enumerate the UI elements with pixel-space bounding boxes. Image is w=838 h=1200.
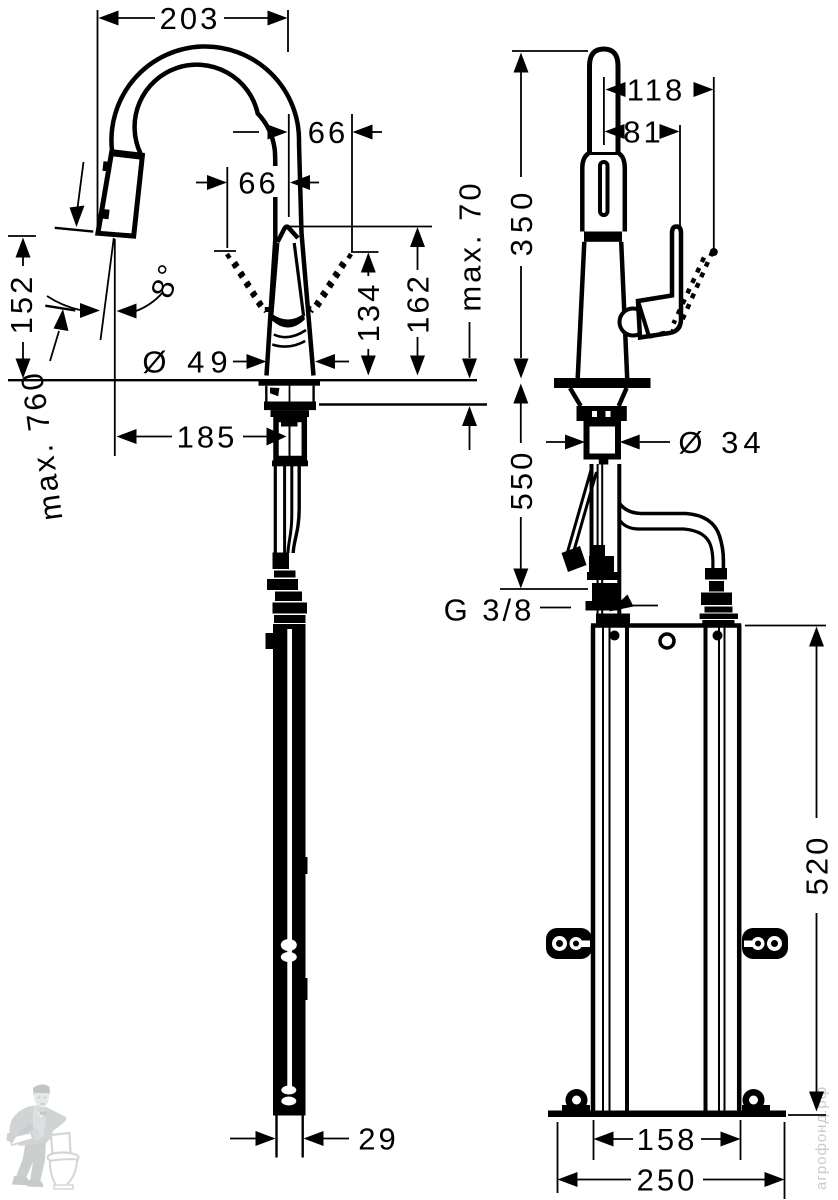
svg-text:29: 29 [358,1122,398,1157]
svg-text:Ø 49: Ø 49 [142,345,233,380]
svg-text:66: 66 [308,115,348,150]
svg-text:158: 158 [637,1122,698,1157]
svg-text:Ø 34: Ø 34 [678,425,765,460]
svg-text:134: 134 [351,282,386,343]
svg-text:203: 203 [160,1,221,36]
svg-text:550: 550 [504,450,539,511]
svg-text:250: 250 [637,1163,698,1198]
svg-text:185: 185 [177,420,238,455]
svg-text:66: 66 [238,166,278,201]
svg-text:81: 81 [623,115,663,150]
svg-text:162: 162 [401,273,436,334]
svg-text:G 3/8: G 3/8 [444,593,535,628]
svg-text:агрофонд.рф: агрофонд.рф [813,1086,830,1190]
svg-text:152: 152 [4,274,39,335]
svg-text:118: 118 [627,73,685,108]
svg-text:350: 350 [504,187,539,257]
svg-text:max. 70: max. 70 [453,180,488,311]
svg-text:520: 520 [800,835,835,896]
